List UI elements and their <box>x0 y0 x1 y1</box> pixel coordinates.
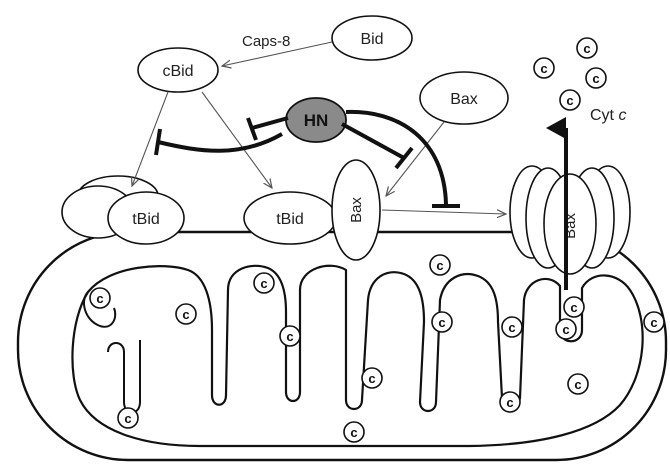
cytochrome-c-symbol: c <box>286 329 293 344</box>
bax-pore: Bax <box>510 166 630 274</box>
cytochrome-c-symbol: c <box>562 322 569 337</box>
cytochrome-c-symbol: c <box>650 315 657 330</box>
hn-label: HN <box>304 111 329 130</box>
caps8-label: Caps-8 <box>242 33 290 50</box>
hn-inhibit-tbid <box>158 134 282 151</box>
cbid-label: cBid <box>162 63 193 80</box>
cytochrome-c-symbol: c <box>583 41 590 56</box>
cytochrome-c-symbol: c <box>592 71 599 86</box>
tbid-cluster-left: tBid <box>62 176 184 244</box>
cbid-to-tbid-mid-arrow <box>202 92 272 188</box>
cytochrome-c-symbol: c <box>540 61 547 76</box>
cytochrome-c-symbol: c <box>506 395 513 410</box>
bid-label: Bid <box>360 31 383 48</box>
cytochrome-c-symbol: c <box>574 377 581 392</box>
tbid-left-label: tBid <box>132 211 160 228</box>
cyt-c-label-prefix: Cyt <box>590 107 618 124</box>
cytochrome-c-symbol: c <box>182 307 189 322</box>
cytochrome-c-symbol: c <box>436 258 443 273</box>
cyt-c-label-suffix: c <box>618 107 626 124</box>
cytochrome-c-symbol: c <box>566 93 573 108</box>
cytochrome-c-symbol: c <box>96 291 103 306</box>
hn-inhibit-cbid-arrow <box>252 118 288 128</box>
bax-oligomerization-arrow <box>382 210 506 214</box>
cytochrome-c-symbol: c <box>368 371 375 386</box>
cytochrome-c-symbol: c <box>350 425 357 440</box>
cytochrome-c-symbol: c <box>124 411 131 426</box>
cytochrome-c-symbol: c <box>438 315 445 330</box>
bax-free-label: Bax <box>450 91 478 108</box>
cyt-c-label: Cyt c <box>590 107 626 124</box>
hn-inhibit-bax-translocation <box>342 124 404 158</box>
cytochrome-c-symbol: c <box>570 300 577 315</box>
cbid-to-tbid-left-arrow <box>132 92 168 186</box>
cytochrome-c-symbol: c <box>508 320 515 335</box>
cytochrome-c-symbol: c <box>260 276 267 291</box>
tbid-mid-label: tBid <box>276 211 304 228</box>
bax-membrane-label: Bax <box>348 197 365 223</box>
